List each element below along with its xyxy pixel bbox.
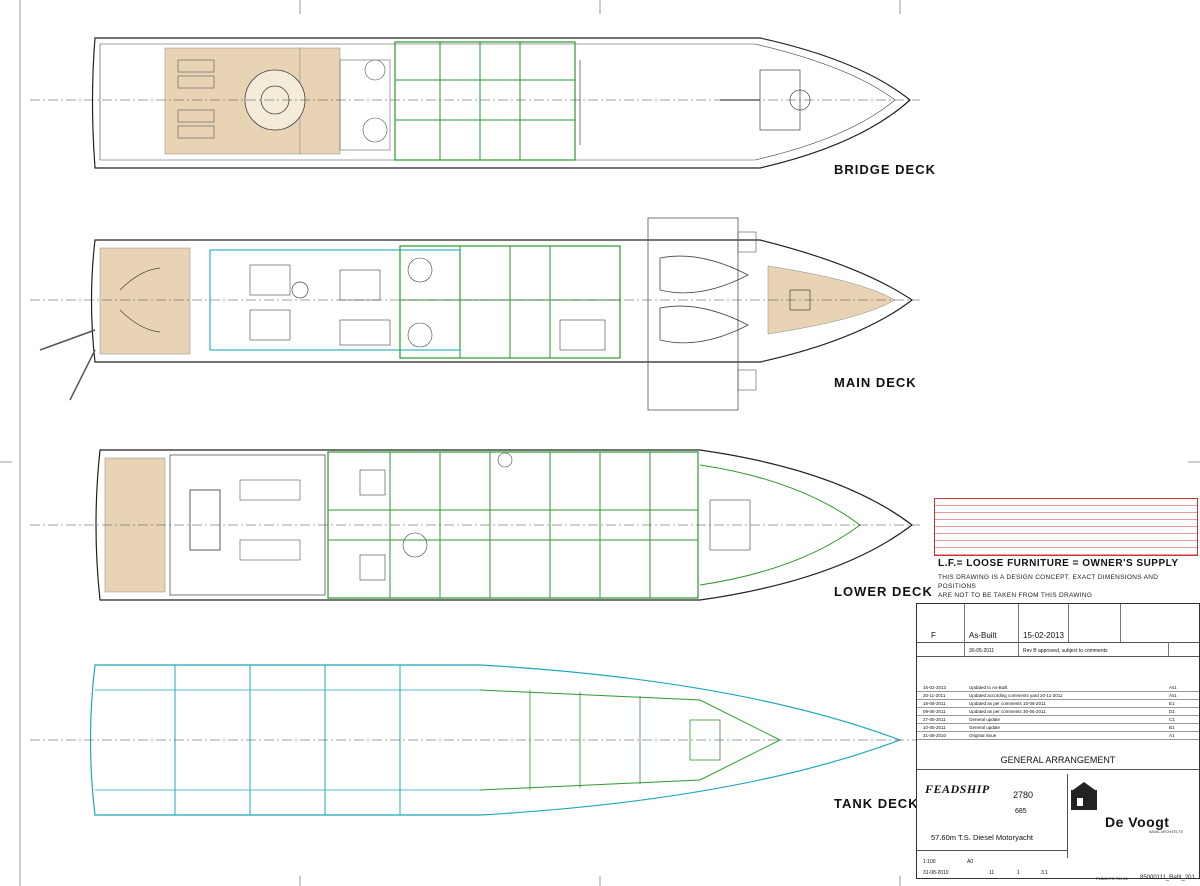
revision-notes-table: [934, 498, 1198, 556]
status-text: As-Built: [969, 631, 997, 640]
drawing-title: GENERAL ARRANGEMENT: [917, 755, 1199, 770]
main-deck-label: MAIN DECK: [834, 375, 917, 390]
revision-code: D1: [1169, 709, 1175, 714]
revision-date: 09-06-2011: [923, 709, 946, 714]
revision-date: 27-05-2011: [923, 717, 946, 722]
sheet-number: 11: [989, 870, 995, 876]
bridge-deck-plan: [30, 37, 920, 169]
revision-description: Updated according comments yard 20-11-20…: [969, 693, 1063, 698]
approval-note: Rev B approved, subject to comments: [1023, 648, 1108, 654]
design-note-line-1: THIS DRAWING IS A DESIGN CONCEPT. EXACT …: [938, 574, 1159, 590]
loose-furniture-note: L.F.= LOOSE FURNITURE = OWNER'S SUPPLY: [938, 558, 1179, 569]
designer-subtitle: NAVAL ARCHITECTS: [1149, 830, 1183, 834]
revision-code: E1: [1169, 701, 1175, 706]
design-concept-note: THIS DRAWING IS A DESIGN CONCEPT. EXACT …: [938, 573, 1198, 600]
revision-row: 27-05-2011 General update C1: [917, 716, 1199, 724]
revision-date: 15-02-2013: [923, 685, 947, 690]
lower-deck-label: LOWER DECK: [834, 584, 933, 599]
approval-row: 30-05-2011 Rev B approved, subject to co…: [917, 642, 1199, 657]
revision-date: 16-06-2011: [923, 701, 946, 706]
revision-description: Updated as per comments 30-05-2011: [969, 709, 1046, 714]
revision-code: A1: [1169, 733, 1175, 738]
design-number: 2780: [1013, 790, 1034, 800]
approval-date: 30-05-2011: [969, 648, 995, 654]
revision-row: 31-08-2010 Original issue A1: [917, 732, 1199, 740]
bridge-deck-label: BRIDGE DECK: [834, 162, 937, 177]
revision-description: Updated as per comments 15-06-2011: [969, 701, 1046, 706]
revision-description: General update: [969, 725, 1001, 730]
revision-row: 10-05-2011 General update B1: [917, 724, 1199, 732]
revision-row: 15-02-2013 Updated to As-Built As1: [917, 684, 1199, 692]
revision-date: 10-05-2011: [923, 725, 946, 730]
size-value: A0: [967, 859, 974, 865]
revision-date: 31-08-2010: [923, 733, 947, 738]
status-row: F As-Built 15-02-2013: [917, 604, 1199, 643]
revision-row: 16-06-2011 Updated as per comments 15-06-…: [917, 700, 1199, 708]
revision-code: As1: [1169, 685, 1177, 690]
version-number: 3.1: [1041, 870, 1048, 876]
revision-row: 09-06-2011 Updated as per comments 30-05-…: [917, 708, 1199, 716]
sheet-date: 31-08-2010: [923, 870, 949, 876]
builder-logo: FEADSHIP: [925, 782, 990, 796]
revision-description: Original issue: [969, 733, 997, 738]
revision-code: C1: [1169, 717, 1175, 722]
footer-filename: 85000111_Refit_201: [1140, 875, 1195, 881]
revision-code: As1: [1169, 693, 1177, 698]
scale-value: 1:100: [923, 859, 936, 865]
status-date: 15-02-2013: [1023, 631, 1064, 640]
devoogt-logo-icon: [1071, 782, 1097, 810]
project-name: 57.60m T.S. Diesel Motoryacht: [931, 833, 1033, 842]
lower-deck-plan: [30, 449, 920, 601]
main-deck-plan: [30, 217, 920, 411]
sheet-of: 1: [1017, 870, 1020, 876]
tank-deck-label: TANK DECK: [834, 796, 919, 811]
revision-description: Updated to As-Built: [969, 685, 1008, 690]
status-letter: F: [931, 631, 936, 640]
revision-description: General update: [969, 717, 1001, 722]
designer-name: De Voogt: [1105, 814, 1170, 830]
yard-number: 685: [1015, 808, 1027, 815]
tank-deck-plan: [30, 664, 920, 816]
title-block: F As-Built 15-02-2013 30-05-2011 Rev B a…: [916, 603, 1200, 879]
revision-row: 20-11-2011 Updated according comments yar…: [917, 692, 1199, 700]
drawing-meta: 1:100 A0 31-08-2010 11 1 3.1: [917, 850, 1067, 879]
design-note-line-2: ARE NOT TO BE TAKEN FROM THIS DRAWING: [938, 592, 1093, 599]
revision-date: 20-11-2011: [923, 693, 946, 698]
footer-code: PLBIC-PO 709-11: [1096, 876, 1128, 881]
revision-code: B1: [1169, 725, 1175, 730]
